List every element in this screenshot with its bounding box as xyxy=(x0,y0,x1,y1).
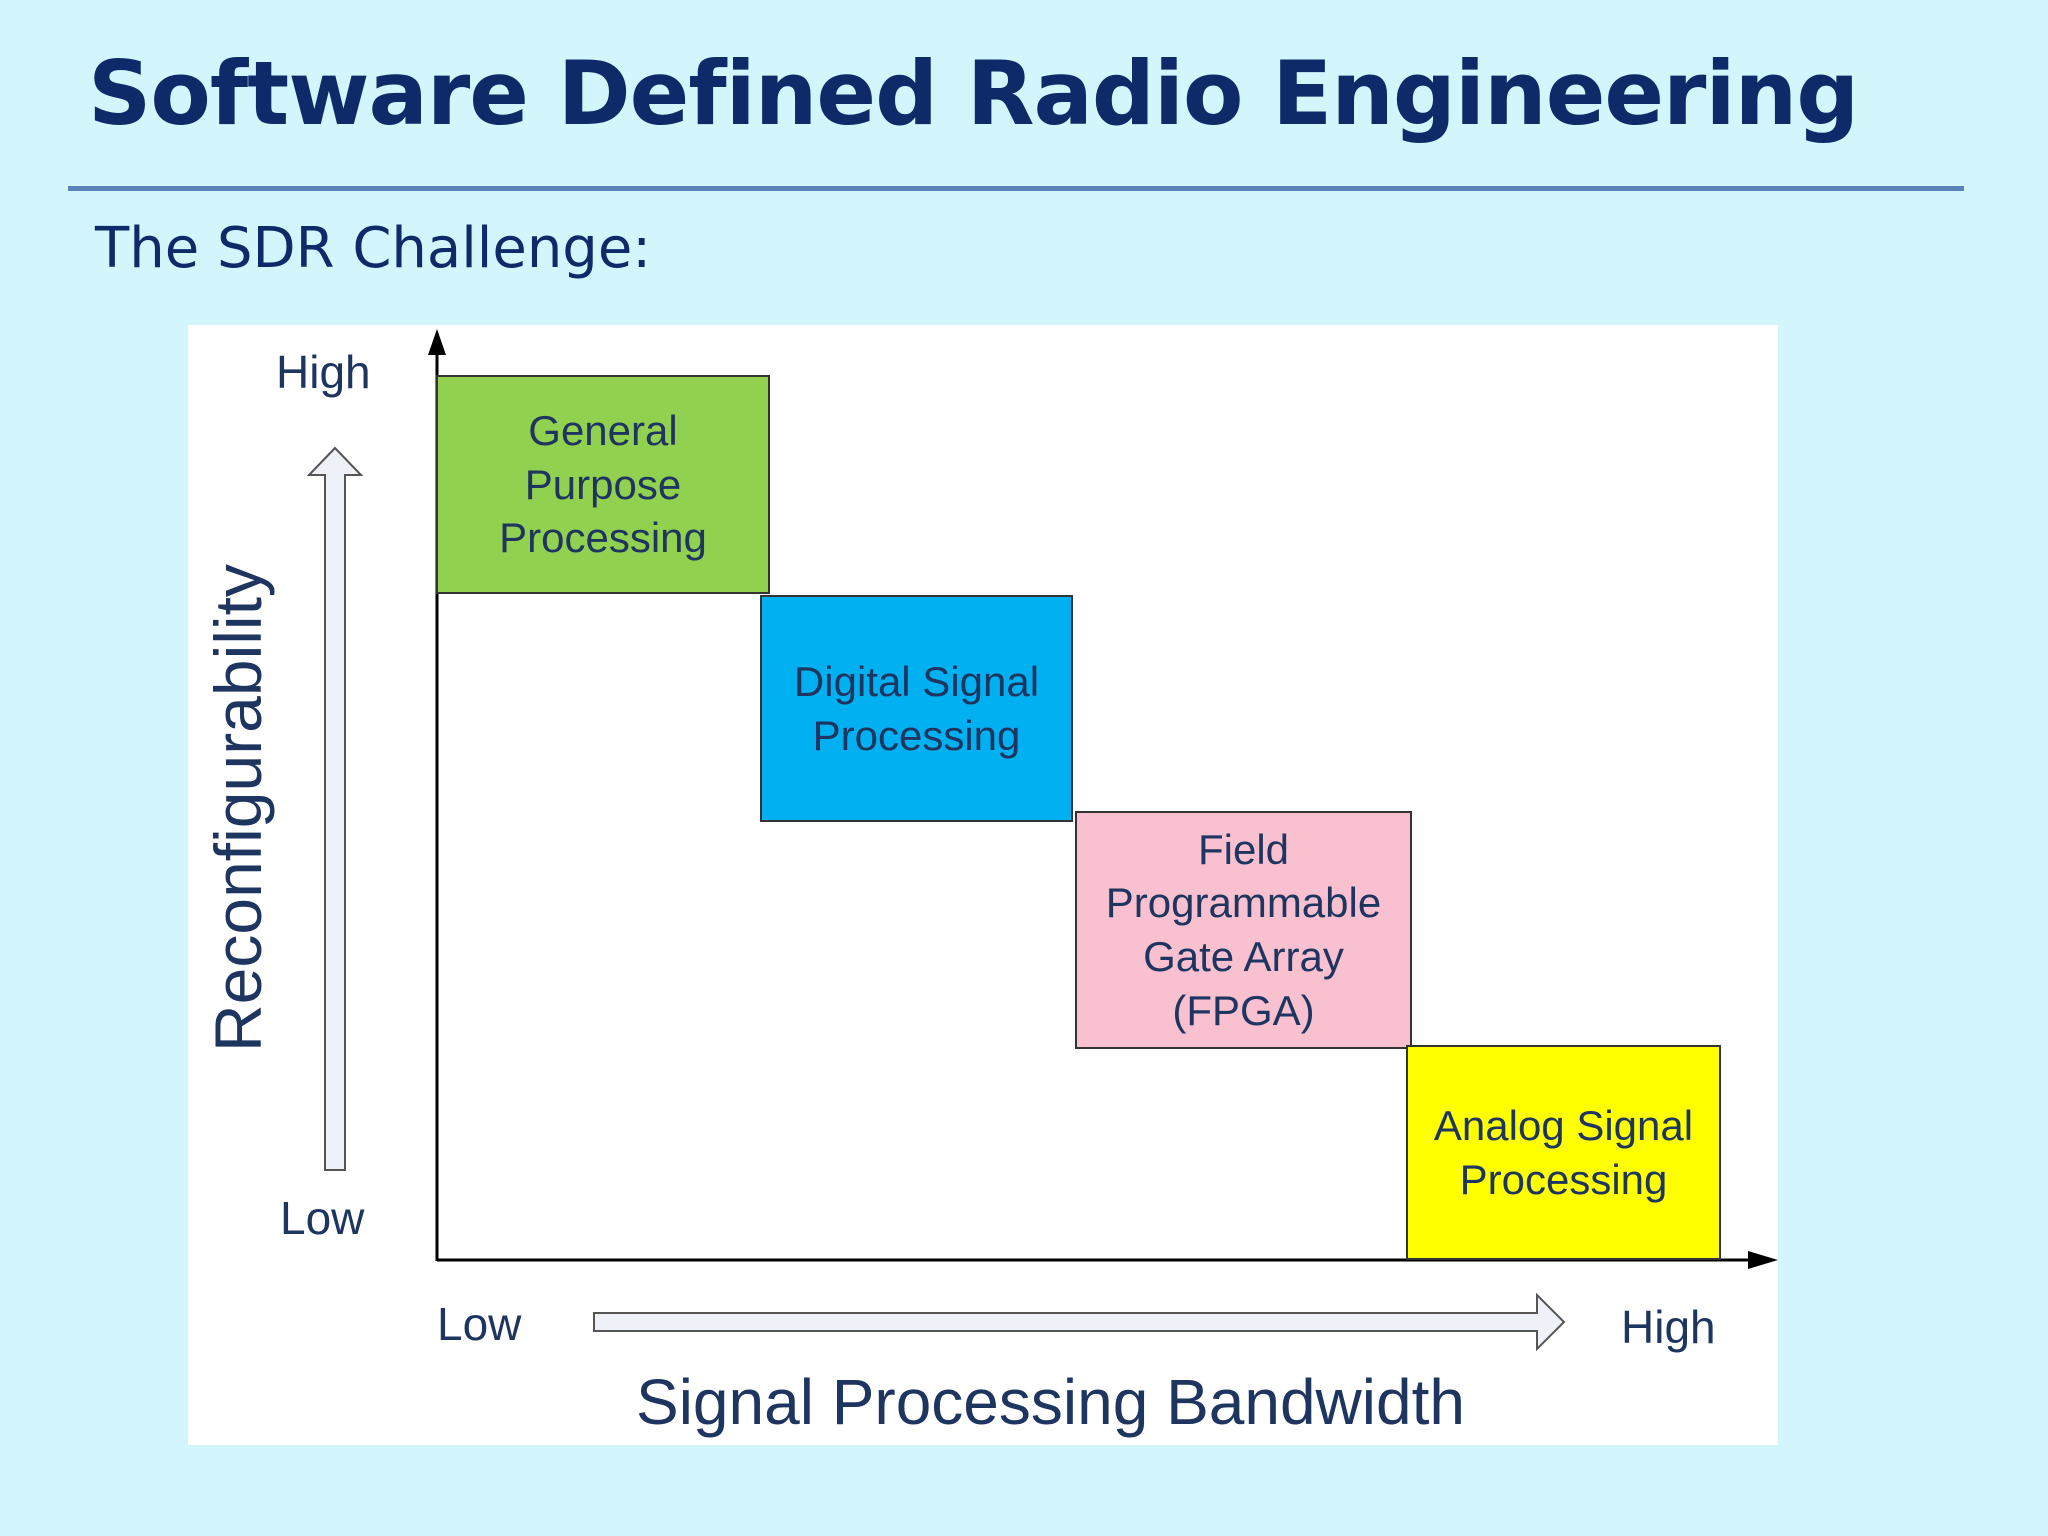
x-axis-high-label: High xyxy=(1621,1301,1716,1353)
y-axis-arrowhead xyxy=(428,329,446,355)
y-axis-high-label: High xyxy=(276,346,371,398)
x-axis-low-label: Low xyxy=(437,1298,522,1350)
block-general-purpose-processing: General Purpose Processing xyxy=(436,375,770,594)
block-digital-signal-processing: Digital Signal Processing xyxy=(760,595,1073,822)
diagram-panel: General Purpose Processing Digital Signa… xyxy=(188,325,1778,1445)
block-analog-signal-processing: Analog Signal Processing xyxy=(1406,1045,1721,1260)
slide-title: Software Defined Radio Engineering xyxy=(88,42,1859,145)
x-axis-arrowhead xyxy=(1748,1251,1778,1269)
diagram-axes xyxy=(306,329,1778,1352)
title-divider xyxy=(68,186,1964,191)
slide-subtitle: The SDR Challenge: xyxy=(95,216,652,281)
bandwidth-arrow xyxy=(593,1292,1566,1352)
y-axis-low-label: Low xyxy=(280,1192,365,1244)
y-axis-title: Reconfigurability xyxy=(201,564,275,1052)
reconfigurability-arrow xyxy=(306,446,364,1171)
block-fpga: Field Programmable Gate Array (FPGA) xyxy=(1075,811,1412,1049)
x-axis-title: Signal Processing Bandwidth xyxy=(636,1366,1465,1438)
